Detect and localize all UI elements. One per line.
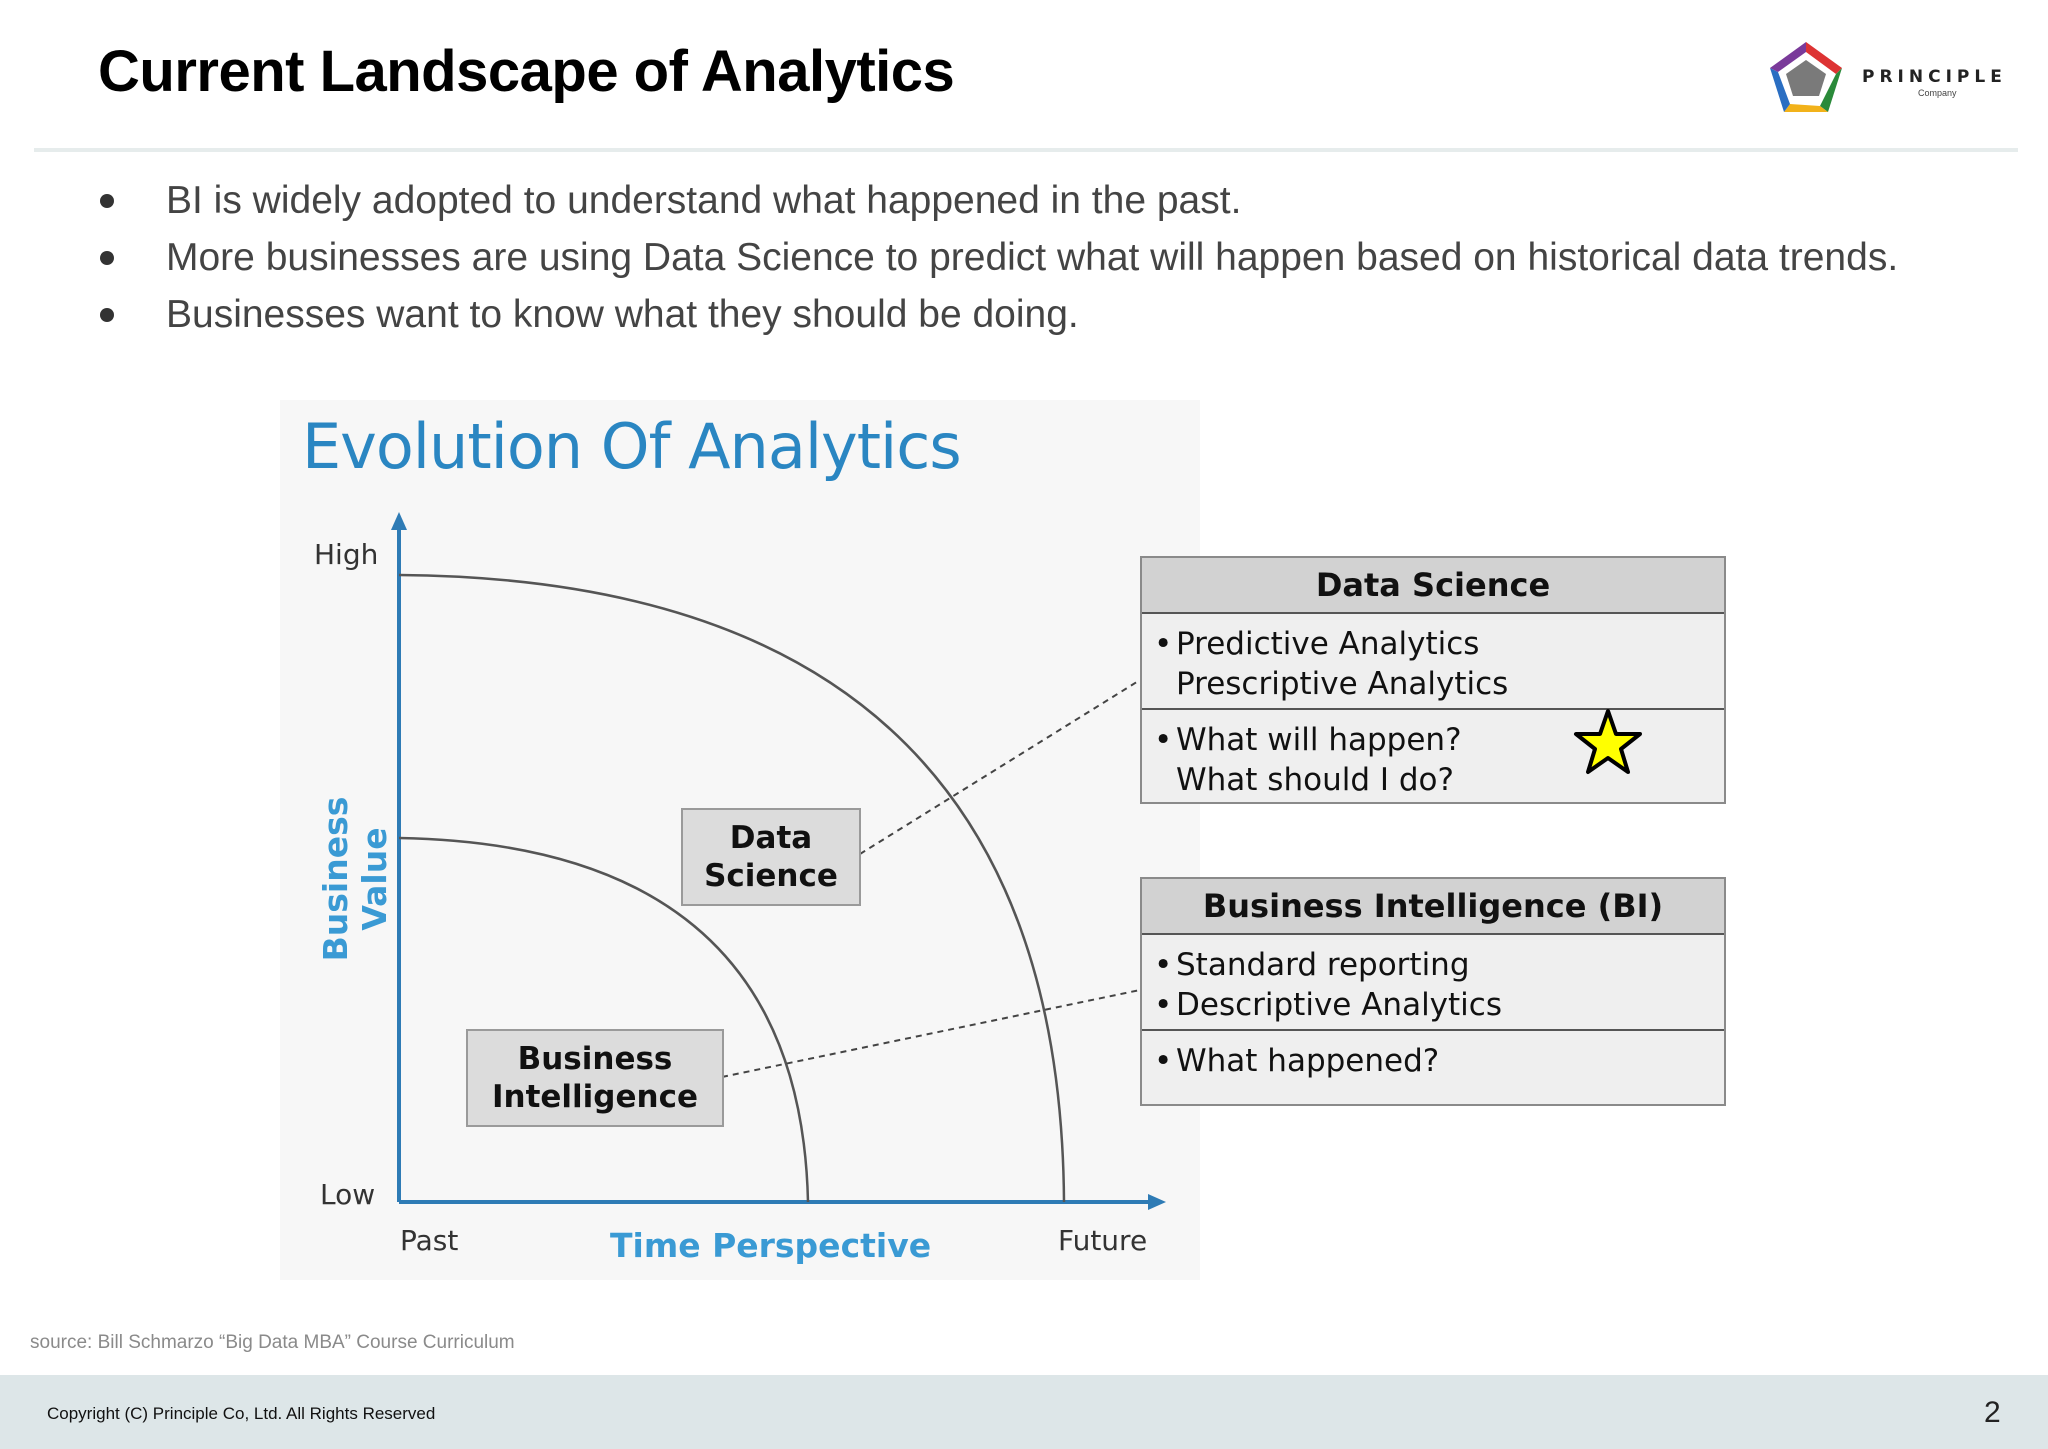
data-science-panel: Data Science •Predictive Analytics Presc… [1140, 556, 1726, 804]
panel-line-text: Predictive Analytics [1176, 626, 1480, 662]
panel-line: •What happened? [1154, 1041, 1724, 1081]
y-axis-title: Business Value [316, 796, 394, 962]
bullet-item: BI is widely adopted to understand what … [98, 172, 2018, 229]
pentagon-logo-icon [1770, 42, 1842, 112]
bullet-item: Businesses want to know what they should… [98, 286, 2018, 343]
y-axis-low-label: Low [320, 1178, 376, 1211]
footer-bar [0, 1375, 2048, 1449]
bullet-dot [100, 307, 114, 322]
header-divider [34, 148, 2018, 152]
data-science-box: Data Science [681, 808, 861, 906]
copyright-text: Copyright (C) Principle Co, Ltd. All Rig… [47, 1404, 436, 1423]
bullet-list: BI is widely adopted to understand what … [98, 172, 2018, 343]
page-title: Current Landscape of Analytics [98, 39, 955, 104]
panel-line: •Predictive Analytics [1154, 624, 1724, 664]
panel-header: Data Science [1142, 558, 1724, 614]
panel-line: What should I do? [1154, 760, 1724, 800]
panel-line-text: What happened? [1176, 1043, 1440, 1079]
box-line: Business [517, 1041, 673, 1077]
panel-line-text: What will happen? [1176, 722, 1462, 758]
panel-line-text: Standard reporting [1176, 947, 1470, 983]
x-axis-future-label: Future [1058, 1224, 1148, 1257]
bullet-mark: • [1154, 722, 1173, 758]
y-axis-high-label: High [314, 538, 379, 571]
panel-header: Business Intelligence (BI) [1142, 879, 1724, 935]
x-axis-title: Time Perspective [610, 1226, 932, 1265]
box-line: Science [704, 858, 838, 894]
panel-section: •What happened? [1142, 1031, 1724, 1107]
box-line: Intelligence [491, 1079, 698, 1115]
bullet-mark: • [1154, 1043, 1173, 1079]
bullet-text: BI is widely adopted to understand what … [166, 178, 1242, 222]
star-icon [1574, 709, 1642, 774]
bullet-mark: • [1154, 947, 1173, 983]
panel-line-text: Descriptive Analytics [1176, 987, 1502, 1023]
bullet-mark: • [1154, 987, 1173, 1023]
bullet-dot [100, 193, 114, 208]
page-number: 2 [1984, 1396, 2001, 1429]
panel-line: •Standard reporting [1154, 945, 1724, 985]
bullet-text: More businesses are using Data Science t… [166, 235, 1899, 279]
business-intelligence-box: Business Intelligence [466, 1029, 724, 1127]
bullet-text: Businesses want to know what they should… [166, 292, 1079, 336]
diagram-title: Evolution Of Analytics [302, 410, 962, 483]
panel-line-text: Prescriptive Analytics [1176, 666, 1509, 702]
panel-section: •Predictive Analytics Prescriptive Analy… [1142, 614, 1724, 710]
logo-subtext: Company [1918, 88, 1957, 98]
bullet-item: More businesses are using Data Science t… [98, 229, 2018, 286]
panel-line: Prescriptive Analytics [1154, 664, 1724, 704]
logo-text: PRINCIPLE [1862, 67, 2007, 87]
box-line: Data [729, 820, 813, 856]
bullet-mark: • [1154, 626, 1173, 662]
panel-section: •Standard reporting •Descriptive Analyti… [1142, 935, 1724, 1031]
company-logo: PRINCIPLE Company [1766, 40, 2022, 116]
panel-line: •Descriptive Analytics [1154, 985, 1724, 1025]
panel-line-text: What should I do? [1176, 762, 1454, 798]
x-axis-past-label: Past [400, 1224, 459, 1257]
business-intelligence-panel: Business Intelligence (BI) •Standard rep… [1140, 877, 1726, 1106]
bullet-dot [100, 250, 114, 265]
source-citation: source: Bill Schmarzo “Big Data MBA” Cou… [30, 1332, 515, 1353]
panel-line: •What will happen? [1154, 720, 1724, 760]
panel-section: •What will happen? What should I do? [1142, 710, 1724, 804]
